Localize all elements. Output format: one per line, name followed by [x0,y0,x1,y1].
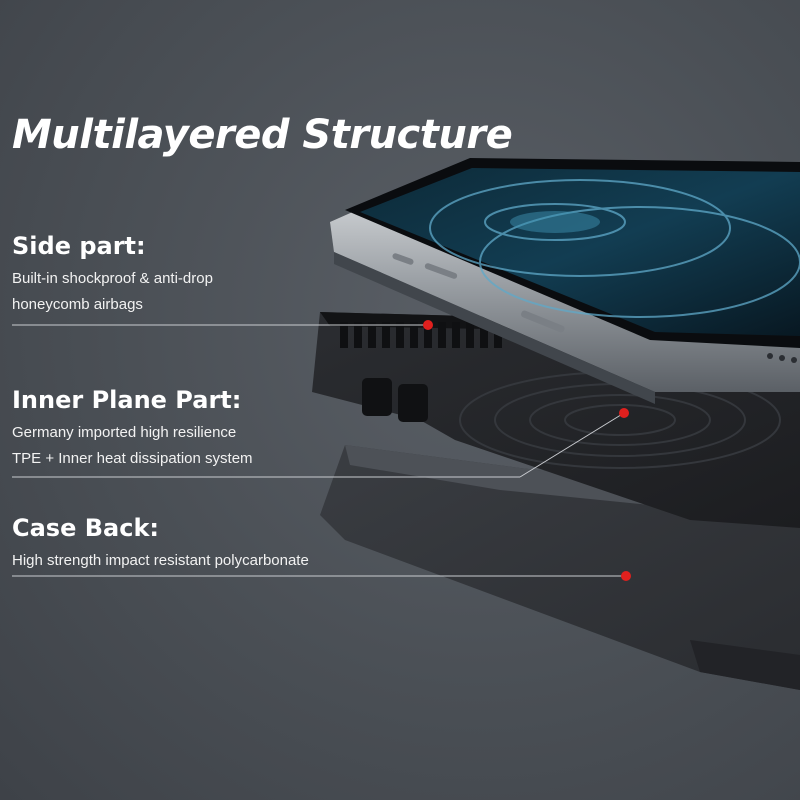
side-part-callout: Side part: Built-in shockproof & anti-dr… [12,232,213,318]
inner-plane-line-1: Germany imported high resilience [12,424,237,441]
inner-plane-heading: Inner Plane Part: [12,386,242,414]
side-part-heading: Side part: [12,232,146,260]
phone-illustration [330,158,800,404]
case-back-line-1: High strength impact resistant polycarbo… [12,552,309,569]
page-title: Multilayered Structure [12,112,513,158]
side-part-line-1: Built-in shockproof & anti-drop [12,270,213,287]
inner-plane-marker [619,408,629,418]
inner-plane-callout: Inner Plane Part: Germany imported high … [12,386,253,472]
side-part-line-2: honeycomb airbags [12,296,143,313]
leader-lines [12,324,626,577]
inner-plane-line-2: TPE + Inner heat dissipation system [12,450,253,467]
inner-plane-description: Germany imported high resilience TPE + I… [12,420,253,472]
case-back-callout: Case Back: High strength impact resistan… [12,514,309,574]
inner-plane-leader-diagonal [519,412,625,478]
case-back-heading: Case Back: [12,514,159,542]
case-back-marker [621,571,631,581]
side-part-description: Built-in shockproof & anti-drop honeycom… [12,266,213,318]
side-part-marker [423,320,433,330]
case-back-description: High strength impact resistant polycarbo… [12,548,309,574]
